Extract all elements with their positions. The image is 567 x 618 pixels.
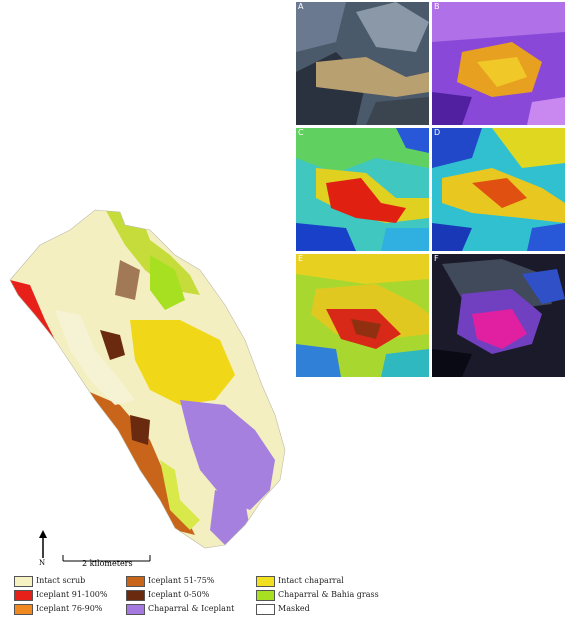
legend-label: Masked bbox=[278, 604, 310, 613]
panel-e: E bbox=[296, 254, 429, 377]
classification-map bbox=[0, 200, 300, 560]
legend-swatch bbox=[256, 590, 275, 601]
legend-label: Iceplant 76-90% bbox=[36, 604, 103, 613]
panel-letter: A bbox=[298, 2, 304, 11]
scale-bar bbox=[62, 548, 152, 562]
north-label: N bbox=[39, 559, 46, 567]
legend-swatch bbox=[126, 604, 145, 615]
legend-label: Iceplant 0-50% bbox=[148, 590, 210, 599]
legend-swatch bbox=[126, 590, 145, 601]
legend-label: Chaparral & Bahia grass bbox=[278, 590, 379, 599]
legend-swatch bbox=[14, 590, 33, 601]
panel-a: A bbox=[296, 2, 429, 125]
legend-label: Iceplant 51-75% bbox=[148, 576, 215, 585]
panel-f: F bbox=[432, 254, 565, 377]
panel-b: B bbox=[432, 2, 565, 125]
panel-letter: F bbox=[434, 254, 439, 263]
legend-swatch bbox=[126, 576, 145, 587]
legend-swatch bbox=[14, 576, 33, 587]
legend-label: Intact chaparral bbox=[278, 576, 344, 585]
panel-d: D bbox=[432, 128, 565, 251]
legend-label: Chaparral & Iceplant bbox=[148, 604, 235, 613]
legend-swatch bbox=[256, 576, 275, 587]
panel-c: C bbox=[296, 128, 429, 251]
legend-swatch bbox=[14, 604, 33, 615]
north-arrow-icon bbox=[36, 530, 50, 570]
panel-letter: C bbox=[298, 128, 304, 137]
legend-label: Intact scrub bbox=[36, 576, 86, 585]
legend-swatch bbox=[256, 604, 275, 615]
panel-letter: B bbox=[434, 2, 440, 11]
legend-label: Iceplant 91-100% bbox=[36, 590, 108, 599]
scale-label: 2 kilometers bbox=[82, 559, 133, 568]
panel-letter: D bbox=[434, 128, 441, 137]
panel-letter: E bbox=[298, 254, 304, 263]
